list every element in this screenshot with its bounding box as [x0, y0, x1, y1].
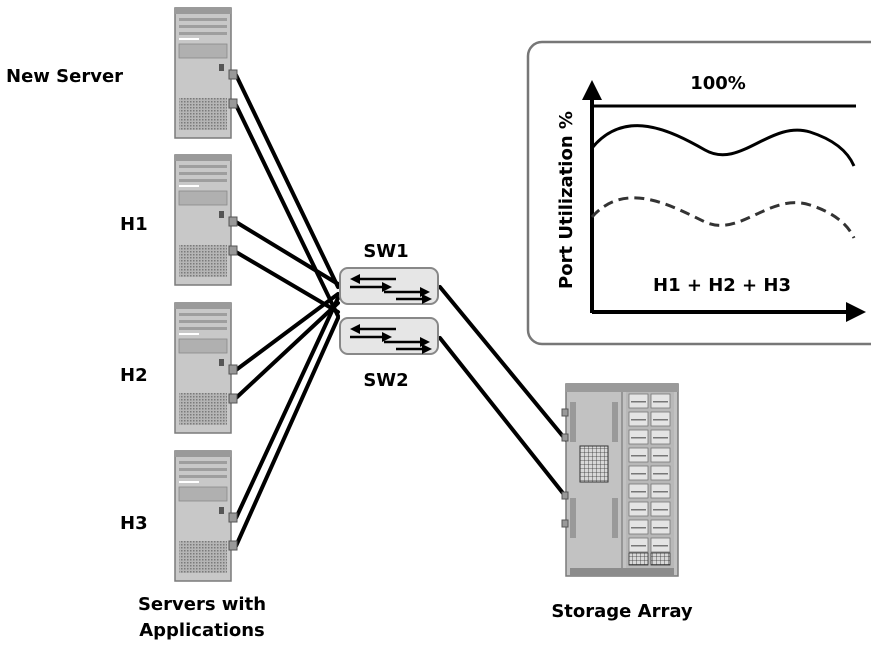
switch-sw1: [338, 266, 440, 306]
switch-sw2: [338, 316, 440, 356]
storage-array: [561, 383, 679, 577]
utilization-curve: [590, 124, 856, 167]
baseline-curve: [590, 196, 856, 239]
switch-label-sw2: SW2: [363, 370, 408, 391]
server-h2: [174, 302, 238, 434]
server-label-h3: H3: [120, 513, 148, 534]
utilization-panel: 100% H1 + H2 + H3 Port Utilization %: [526, 40, 871, 346]
limit-label: 100%: [690, 73, 746, 94]
servers-caption-line1: Servers with: [138, 594, 266, 615]
server-h1: [174, 154, 238, 286]
server-label-h2: H2: [120, 365, 148, 386]
server-new: [174, 7, 238, 139]
storage-links: [438, 285, 568, 499]
y-axis-label: Port Utilization %: [556, 111, 577, 289]
server-label-new: New Server: [6, 66, 123, 87]
sum-label: H1 + H2 + H3: [653, 275, 791, 296]
server-h3: [174, 450, 238, 582]
servers-caption-line2: Applications: [139, 620, 265, 641]
storage-label: Storage Array: [551, 601, 693, 622]
server-links: [234, 73, 340, 548]
server-label-h1: H1: [120, 214, 148, 235]
switch-label-sw1: SW1: [363, 241, 408, 262]
